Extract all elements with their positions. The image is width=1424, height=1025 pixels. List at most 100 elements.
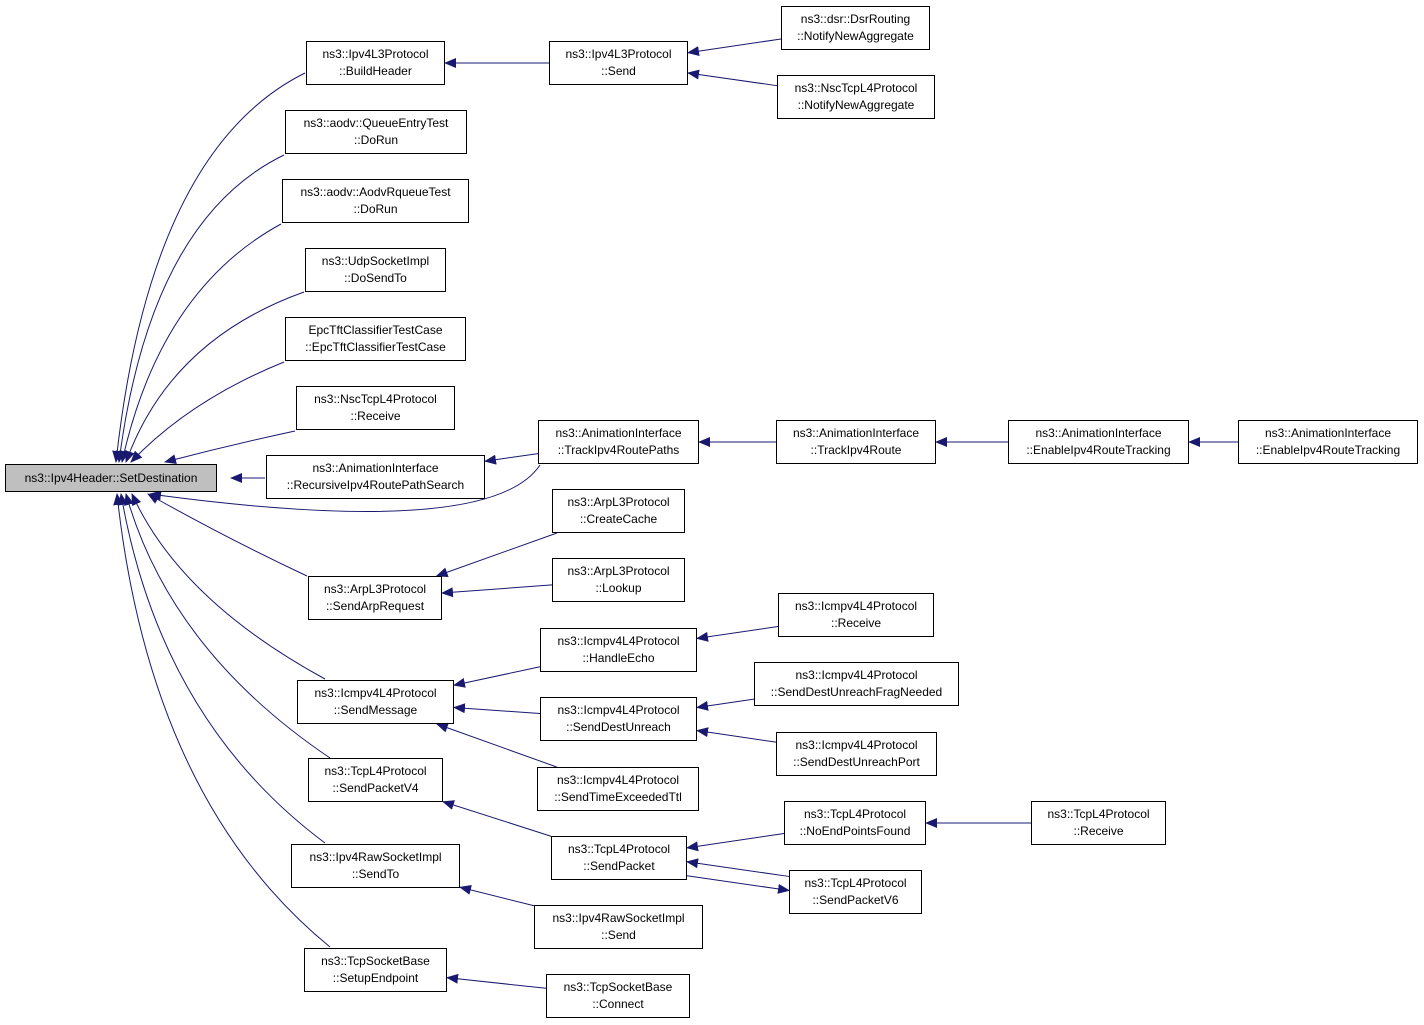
node-fragneeded-label-0: ns3::Icmpv4L4Protocol [795,668,918,682]
edge-udpdosendto-to-root [125,291,305,463]
node-ipv4send-label-1: ::Send [601,64,636,78]
node-destunreach[interactable]: ns3::Icmpv4L4Protocol::SendDestUnreach [540,697,697,741]
node-sendpacket-label-1: ::SendPacket [583,859,655,873]
node-sendpacketv4-label-1: ::SendPacketV4 [332,781,419,795]
node-handleecho[interactable]: ns3::Icmpv4L4Protocol::HandleEcho [540,628,697,672]
node-sendpacket[interactable]: ns3::TcpL4Protocol::SendPacket [551,836,687,880]
node-icmpreceive-label-0: ns3::Icmpv4L4Protocol [794,599,918,613]
node-udpdosendto-label-0: ns3::UdpSocketImpl [321,254,430,268]
node-destunreach-label-1: ::SendDestUnreach [566,720,671,734]
node-unreachport[interactable]: ns3::Icmpv4L4Protocol::SendDestUnreachPo… [776,732,937,776]
node-icmpreceive-label-1: ::Receive [830,616,882,630]
node-nscnotify-label-0: ns3::NscTcpL4Protocol [794,81,918,95]
node-sendpacketv4-label-0: ns3::TcpL4Protocol [324,764,427,778]
node-enabletrack2[interactable]: ns3::AnimationInterface::EnableIpv4Route… [1238,420,1418,464]
edge-fragneeded-to-destunreach [696,698,755,711]
node-aodvrqueue-label-1: ::DoRun [353,202,398,216]
node-enabletrack1[interactable]: ns3::AnimationInterface::EnableIpv4Route… [1008,420,1189,464]
node-trackroute-label-0: ns3::AnimationInterface [792,426,920,440]
node-lookup-label-0: ns3::ArpL3Protocol [567,564,670,578]
node-setupendpoint[interactable]: ns3::TcpSocketBase::SetupEndpoint [304,948,447,992]
node-recursive[interactable]: ns3::AnimationInterface::RecursiveIpv4Ro… [266,455,485,499]
edge-sendpacket-to-sendpacketv4 [442,800,552,837]
node-rawsend-label-0: ns3::Ipv4RawSocketImpl [552,911,685,925]
edge-trackpaths-to-recursive [484,453,539,465]
node-setupendpoint-label-0: ns3::TcpSocketBase [321,954,430,968]
node-root-label-0: ns3::Ipv4Header::SetDestination [24,470,198,485]
node-tcpreceive-label-1: ::Receive [1073,824,1124,838]
node-trackpaths-label-1: ::TrackIpv4RoutePaths [557,443,680,457]
node-sendarp[interactable]: ns3::ArpL3Protocol::SendArpRequest [308,576,442,620]
node-queueentry[interactable]: ns3::aodv::QueueEntryTest::DoRun [285,110,467,154]
node-connect[interactable]: ns3::TcpSocketBase::Connect [546,974,690,1018]
edge-buildheader-to-root [112,72,306,463]
node-aodvrqueue[interactable]: ns3::aodv::AodvRqueueTest::DoRun [282,179,469,223]
node-udpdosendto[interactable]: ns3::UdpSocketImpl::DoSendTo [305,248,446,292]
node-nscreceive[interactable]: ns3::NscTcpL4Protocol::Receive [296,386,455,430]
edge-sendpacketv4-to-root [124,493,331,759]
node-trackroute-label-1: ::TrackIpv4Route [810,443,902,457]
edge-timeexceeded-to-sendmessage [435,723,557,768]
node-noendpoints[interactable]: ns3::TcpL4Protocol::NoEndPointsFound [784,801,926,845]
edge-trackpaths-to-root [149,464,541,512]
node-rawsendto[interactable]: ns3::Ipv4RawSocketImpl::SendTo [291,844,460,888]
node-trackpaths[interactable]: ns3::AnimationInterface::TrackIpv4RouteP… [538,420,699,464]
edge-sendpacketv6-to-sendpacket [686,858,790,877]
edge-rawsend-to-rawsendto [459,885,535,907]
node-sendpacketv4[interactable]: ns3::TcpL4Protocol::SendPacketV4 [308,758,443,802]
node-unreachport-label-1: ::SendDestUnreachPort [793,755,920,769]
node-sendmessage-label-1: ::SendMessage [333,703,418,717]
node-sendarp-label-1: ::SendArpRequest [325,599,425,613]
edge-sendmessage-to-root [131,493,326,680]
node-sendpacketv6[interactable]: ns3::TcpL4Protocol::SendPacketV6 [789,870,922,914]
node-nscreceive-label-1: ::Receive [350,409,401,423]
node-recursive-label-0: ns3::AnimationInterface [312,461,439,475]
node-rawsend-label-1: ::Send [601,928,636,942]
edge-icmpreceive-to-handleecho [696,626,779,642]
node-buildheader[interactable]: ns3::Ipv4L3Protocol::BuildHeader [306,41,445,85]
node-nscreceive-label-0: ns3::NscTcpL4Protocol [314,392,437,406]
node-handleecho-label-1: ::HandleEcho [582,651,655,665]
node-enabletrack2-label-0: ns3::AnimationInterface [1264,426,1392,440]
node-sendmessage[interactable]: ns3::Icmpv4L4Protocol::SendMessage [297,680,454,724]
node-ipv4send[interactable]: ns3::Ipv4L3Protocol::Send [549,41,688,85]
node-rawsend[interactable]: ns3::Ipv4RawSocketImpl::Send [534,905,703,949]
edge-createcache-to-sendarp [435,532,558,578]
node-enabletrack1-label-0: ns3::AnimationInterface [1035,426,1162,440]
node-enabletrack2-label-1: ::EnableIpv4RouteTracking [1255,443,1401,457]
edge-rawsendto-to-root [117,493,326,844]
node-destunreach-label-0: ns3::Icmpv4L4Protocol [557,703,680,717]
node-nscnotify[interactable]: ns3::NscTcpL4Protocol::NotifyNewAggregat… [777,75,935,119]
edge-unreachport-to-destunreach [696,727,777,743]
edge-nscnotify-to-ipv4send [687,69,778,87]
node-epctft[interactable]: EpcTftClassifierTestCase::EpcTftClassifi… [285,317,466,361]
node-nscnotify-label-1: ::NotifyNewAggregate [797,98,915,112]
node-dsrnotify-label-0: ns3::dsr::DsrRouting [800,12,911,26]
edge-setupendpoint-to-root [113,493,331,948]
node-connect-label-1: ::Connect [592,997,644,1011]
node-dsrnotify[interactable]: ns3::dsr::DsrRouting::NotifyNewAggregate [781,6,930,50]
edges [112,38,1238,989]
node-fragneeded-label-1: ::SendDestUnreachFragNeeded [770,685,943,699]
node-rawsendto-label-0: ns3::Ipv4RawSocketImpl [309,850,442,864]
node-lookup[interactable]: ns3::ArpL3Protocol::Lookup [552,558,685,602]
node-trackroute[interactable]: ns3::AnimationInterface::TrackIpv4Route [776,420,936,464]
edge-destunreach-to-sendmessage [453,703,541,715]
node-tcpreceive[interactable]: ns3::TcpL4Protocol::Receive [1031,801,1166,845]
node-handleecho-label-0: ns3::Icmpv4L4Protocol [557,634,680,648]
node-aodvrqueue-label-0: ns3::aodv::AodvRqueueTest [300,185,451,199]
edge-sendpacket-to-sendpacketv6 [686,875,790,894]
node-epctft-label-0: EpcTftClassifierTestCase [308,323,443,337]
node-dsrnotify-label-1: ::NotifyNewAggregate [797,29,914,43]
node-createcache[interactable]: ns3::ArpL3Protocol::CreateCache [552,489,685,533]
node-fragneeded[interactable]: ns3::Icmpv4L4Protocol::SendDestUnreachFr… [754,662,959,706]
edge-handleecho-to-sendmessage [453,666,541,688]
node-icmpreceive[interactable]: ns3::Icmpv4L4Protocol::Receive [778,593,934,637]
node-tcpreceive-label-0: ns3::TcpL4Protocol [1047,807,1150,821]
node-createcache-label-0: ns3::ArpL3Protocol [567,495,670,509]
node-rawsendto-label-1: ::SendTo [351,867,400,881]
edge-dsrnotify-to-ipv4send [687,38,782,57]
edge-lookup-to-sendarp [441,584,553,598]
node-timeexceeded[interactable]: ns3::Icmpv4L4Protocol::SendTimeExceededT… [537,767,699,811]
